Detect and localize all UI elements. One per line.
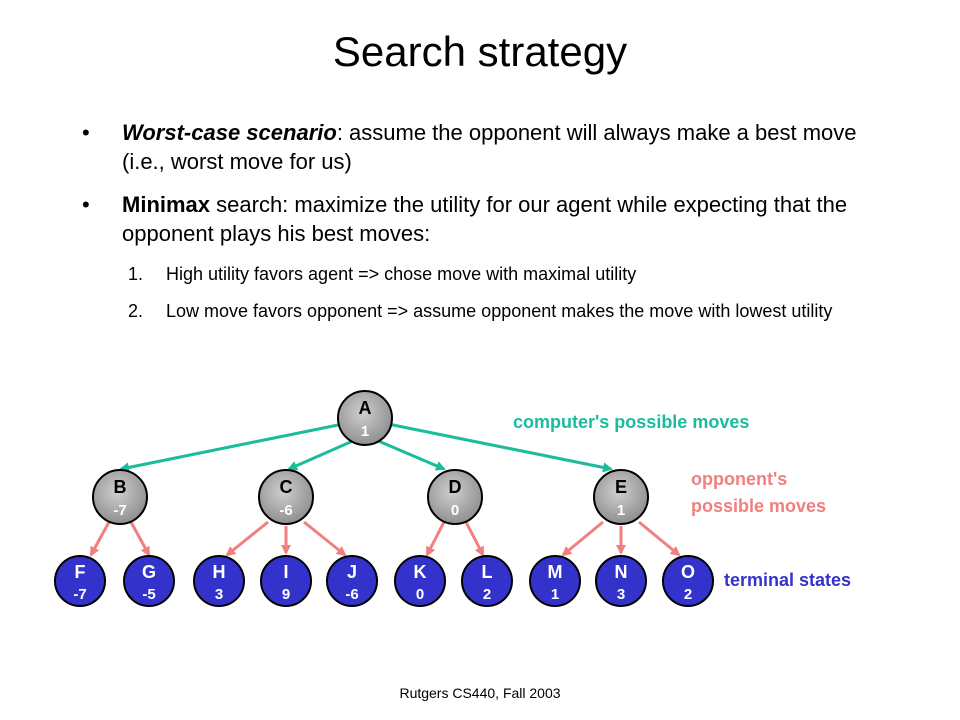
- subitem-number: 2.: [128, 301, 144, 321]
- edge-b-f: [89, 521, 111, 557]
- legend-terminal-states: terminal states: [724, 570, 851, 590]
- edge-d-l: [464, 521, 485, 557]
- bullet-term-worst-case: Worst-case scenario: [122, 120, 337, 145]
- node-value: -5: [142, 586, 155, 603]
- node-value: 2: [483, 586, 491, 603]
- node-letter: M: [548, 562, 563, 582]
- node-letter: D: [449, 477, 462, 497]
- bullet-text-worst-case: : assume the opponent will always make a…: [122, 120, 857, 174]
- tree-node-terminal: O 2: [662, 555, 714, 607]
- edge-d-k: [425, 521, 446, 557]
- tree-node-terminal: I 9: [260, 555, 312, 607]
- bullet-worst-case: • Worst-case scenario: assume the oppone…: [82, 118, 882, 176]
- tree-node-opponent: E 1: [593, 469, 649, 525]
- tree-node-terminal: G -5: [123, 555, 175, 607]
- subitem-text: High utility favors agent => chose move …: [166, 264, 637, 284]
- legend-computer-moves: computer's possible moves: [513, 412, 749, 432]
- node-letter: E: [615, 477, 627, 497]
- opponent-move-edges: [89, 520, 681, 557]
- bullet-dot: •: [82, 192, 90, 217]
- tree-node-opponent: C -6: [258, 469, 314, 525]
- node-letter: O: [681, 562, 695, 582]
- node-value: 3: [617, 586, 625, 603]
- node-value: 1: [617, 502, 625, 519]
- subitem-2: 2. Low move favors opponent => assume op…: [82, 299, 882, 324]
- node-letter: F: [75, 562, 86, 582]
- node-value: 0: [451, 502, 459, 519]
- tree-node-terminal: J -6: [326, 555, 378, 607]
- node-letter: G: [142, 562, 156, 582]
- tree-node-root: A 1: [337, 390, 393, 446]
- node-value: 2: [684, 586, 692, 603]
- node-value: 0: [416, 586, 424, 603]
- tree-node-terminal: N 3: [595, 555, 647, 607]
- edge-e-o: [638, 520, 681, 557]
- subitem-1: 1. High utility favors agent => chose mo…: [82, 262, 882, 287]
- edge-c-j: [303, 520, 347, 557]
- node-letter: L: [482, 562, 493, 582]
- edge-b-g: [129, 521, 151, 557]
- tree-node-terminal: K 0: [394, 555, 446, 607]
- computer-move-edges: [119, 422, 613, 473]
- node-letter: I: [283, 562, 288, 582]
- tree-node-terminal: F -7: [54, 555, 106, 607]
- node-value: -6: [279, 502, 292, 519]
- subitem-number: 1.: [128, 264, 144, 284]
- edge-a-d: [375, 438, 446, 471]
- bullet-term-minimax: Minimax: [122, 192, 211, 217]
- edge-a-c: [287, 438, 356, 471]
- node-letter: C: [280, 477, 293, 497]
- node-value: -6: [345, 586, 358, 603]
- bullet-minimax: • Minimax search: maximize the utility f…: [82, 190, 882, 248]
- node-letter: N: [615, 562, 628, 582]
- bullet-text-minimax: search: maximize the utility for our age…: [122, 192, 848, 246]
- tree-node-terminal: H 3: [193, 555, 245, 607]
- edge-a-e: [387, 422, 613, 473]
- node-letter: J: [347, 562, 357, 582]
- node-letter: B: [114, 477, 127, 497]
- legend-opponent-moves-line1: opponent's: [691, 469, 787, 489]
- subitem-text: Low move favors opponent => assume oppon…: [166, 301, 833, 321]
- node-letter: K: [414, 562, 427, 582]
- edge-a-b: [119, 422, 344, 473]
- node-letter: H: [213, 562, 226, 582]
- edge-e-m: [561, 520, 604, 557]
- node-value: 3: [215, 586, 223, 603]
- slide-title: Search strategy: [332, 28, 628, 75]
- slide-footer: Rutgers CS440, Fall 2003: [399, 685, 561, 701]
- bullet-list: • Worst-case scenario: assume the oppone…: [82, 118, 882, 336]
- edge-c-h: [225, 520, 269, 557]
- tree-node-opponent: B -7: [92, 469, 148, 525]
- tree-node-opponent: D 0: [427, 469, 483, 525]
- node-value: 9: [282, 586, 290, 603]
- legend-opponent-moves-line2: possible moves: [691, 496, 826, 516]
- tree-node-terminal: M 1: [529, 555, 581, 607]
- node-value: 1: [361, 423, 369, 440]
- tree-node-terminal: L 2: [461, 555, 513, 607]
- node-letter: A: [359, 398, 372, 418]
- bullet-dot: •: [82, 120, 90, 145]
- node-value: -7: [73, 586, 86, 603]
- node-value: -7: [113, 502, 126, 519]
- node-value: 1: [551, 586, 559, 603]
